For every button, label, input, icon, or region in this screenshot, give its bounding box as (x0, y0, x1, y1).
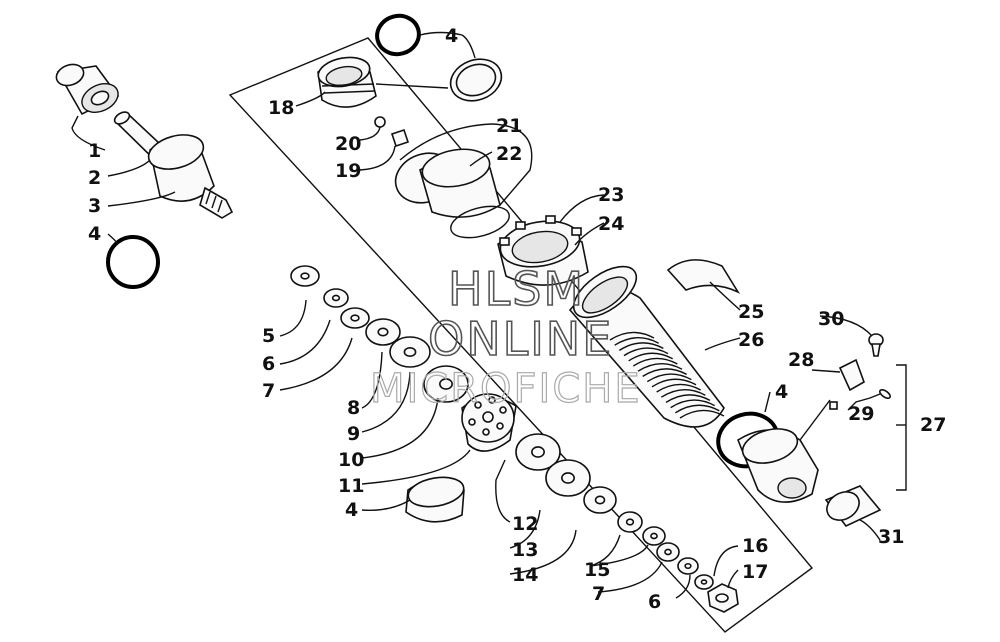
part-26-shock-body (568, 265, 725, 428)
callout-13: 13 (512, 539, 538, 561)
part-11-piston (461, 393, 517, 452)
watermark-line-3: MICROFICHE (370, 366, 642, 412)
bracket-27 (896, 364, 907, 491)
spring-coil (656, 383, 702, 393)
callout-11: 11 (338, 475, 364, 497)
shim-washer-stack-lower (515, 433, 714, 590)
spring-coil (646, 373, 692, 383)
shim-washer-stack (290, 265, 469, 403)
callout-7-lower: 7 (592, 583, 605, 605)
callout-23: 23 (598, 184, 624, 206)
callout-16: 16 (742, 535, 768, 557)
shim-washer-hole (531, 446, 545, 458)
spring-coil (614, 337, 660, 346)
shim-washer-hole (700, 579, 708, 585)
spring-coil (637, 363, 683, 372)
shim-washer-hole (331, 294, 341, 302)
callout-10: 10 (338, 449, 364, 471)
part-20-small-oring (374, 116, 386, 128)
spring-coil (651, 378, 697, 388)
shim-washer-hole (625, 518, 635, 526)
callout-21: 21 (496, 115, 522, 137)
part-25-retainer (666, 259, 741, 294)
leader-lines (71, 31, 906, 599)
callout-17: 17 (742, 561, 768, 583)
part-4-wear-band-top (449, 58, 503, 102)
callout-12: 12 (512, 513, 538, 535)
lower-body-eyelet (737, 428, 819, 503)
callout-4-lower: 4 (345, 499, 358, 521)
spring-coil (679, 409, 725, 419)
callout-31: 31 (878, 526, 904, 548)
part-19-valve (390, 128, 410, 148)
callout-2: 2 (88, 167, 101, 189)
watermark-line-2: ONLINE (428, 312, 613, 366)
callout-6-lower: 6 (648, 591, 661, 613)
part-21-22-rings (394, 148, 510, 239)
shim-washer-hole (650, 532, 658, 540)
callout-7-upper: 7 (262, 380, 275, 402)
callout-18: 18 (268, 97, 294, 119)
shim-washer-hole (664, 548, 672, 556)
shim-washer-hole (300, 272, 310, 280)
callout-19: 19 (335, 160, 361, 182)
spring-coil (642, 368, 688, 377)
callout-9: 9 (347, 423, 360, 445)
spring-coil (623, 347, 669, 357)
callout-26: 26 (738, 329, 764, 351)
part-31-bushing (824, 485, 882, 527)
part-4-wear-band-lower (405, 476, 465, 523)
callout-28: 28 (788, 349, 814, 371)
callout-1: 1 (88, 140, 101, 162)
spring-coil (665, 394, 711, 403)
callout-6-upper: 6 (262, 353, 275, 375)
part-28-29-30-valve (829, 333, 892, 410)
shim-washer-hole (377, 327, 389, 337)
callout-14: 14 (512, 564, 538, 586)
part-23-24-adjuster-collar (497, 215, 589, 286)
o-ring-left (106, 235, 160, 289)
shim-washer-hole (594, 495, 606, 505)
callout-labels: 1 2 3 4 4 4 4 5 6 6 7 7 8 9 10 11 12 13 … (88, 25, 946, 613)
part-26-spring-coils (609, 331, 725, 419)
callout-4-top: 4 (445, 25, 458, 47)
callout-27: 27 (920, 414, 946, 436)
callout-24: 24 (598, 213, 624, 235)
callout-20: 20 (335, 133, 361, 155)
spring-coil (660, 389, 706, 398)
callout-25: 25 (738, 301, 764, 323)
callout-4-left: 4 (88, 223, 101, 245)
part-2-3-shaft-assembly (113, 111, 234, 219)
callout-3: 3 (88, 195, 101, 217)
spring-coil (674, 404, 720, 414)
watermark: HLSM ONLINE MICROFICHE (369, 261, 642, 412)
watermark-line-1: HLSM (448, 262, 585, 316)
spring-coil (628, 352, 674, 362)
callout-5: 5 (262, 325, 275, 347)
spring-coil (632, 357, 678, 367)
shim-washer-hole (561, 472, 575, 484)
o-ring-top (375, 13, 421, 57)
spring-coil (618, 342, 664, 351)
spring-coil (670, 399, 716, 409)
callout-15: 15 (584, 559, 610, 581)
callout-29: 29 (848, 403, 874, 425)
shim-washer-hole (684, 562, 692, 570)
callout-22: 22 (496, 143, 522, 165)
callout-4-body: 4 (775, 381, 788, 403)
callout-30: 30 (818, 308, 844, 330)
shim-washer-hole (350, 314, 360, 322)
part-18-cap (317, 56, 377, 108)
shim-washer-hole (439, 378, 453, 390)
shim-washer-hole (403, 346, 417, 357)
callout-8: 8 (347, 397, 360, 419)
spring-coil (609, 331, 655, 341)
part-1-eye-bushing (55, 63, 120, 116)
